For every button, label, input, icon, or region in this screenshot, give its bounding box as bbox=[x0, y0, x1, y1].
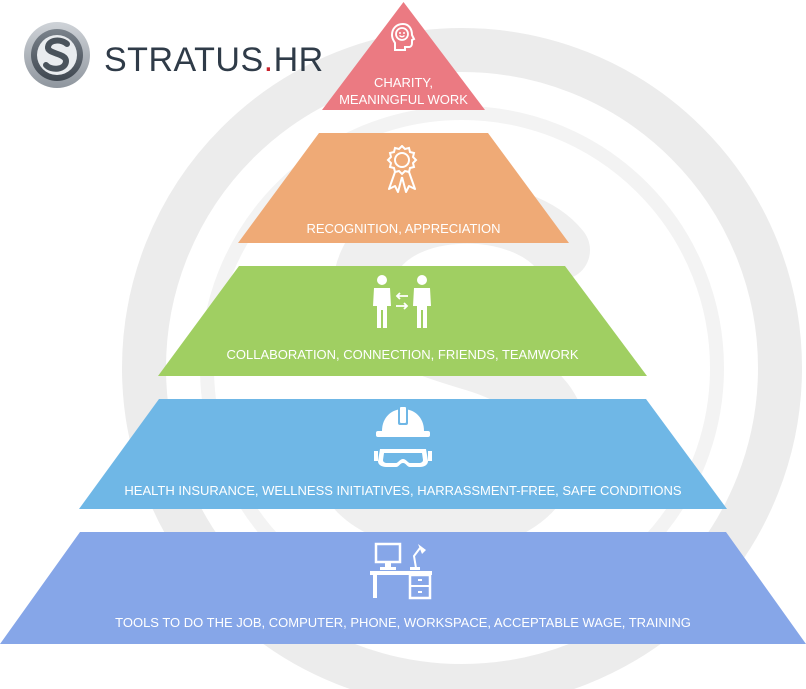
pyramid-tier-1: CHARITY, MEANINGFUL WORK bbox=[322, 2, 485, 112]
tier-2-label: RECOGNITION, APPRECIATION bbox=[238, 220, 569, 237]
pyramid-tier-4: HEALTH INSURANCE, WELLNESS INITIATIVES, … bbox=[79, 399, 727, 511]
hard-hat-goggles-icon bbox=[374, 407, 432, 467]
brand-name-main: STRATUS bbox=[104, 41, 264, 79]
tier-3-shape bbox=[158, 266, 647, 376]
two-people-exchange-icon bbox=[373, 275, 431, 328]
brand-name-dot: . bbox=[263, 41, 274, 79]
tier-2-shape bbox=[238, 133, 569, 243]
tier-1-label-line-1: CHARITY, bbox=[374, 75, 433, 90]
brand-name-suffix: HR bbox=[273, 41, 324, 79]
desk-workstation-icon bbox=[370, 542, 432, 600]
tier-2-label-line-1: RECOGNITION, APPRECIATION bbox=[306, 221, 501, 236]
tier-5-shape bbox=[0, 532, 806, 644]
tier-3-label-line-1: COLLABORATION, CONNECTION, FRIENDS, TEAM… bbox=[226, 347, 579, 362]
tier-4-label: HEALTH INSURANCE, WELLNESS INITIATIVES, … bbox=[79, 482, 727, 499]
pyramid-tier-3: COLLABORATION, CONNECTION, FRIENDS, TEAM… bbox=[158, 266, 647, 378]
smiling-head-icon bbox=[390, 22, 416, 51]
stratus-s-emblem-icon bbox=[24, 22, 90, 88]
tier-3-label: COLLABORATION, CONNECTION, FRIENDS, TEAM… bbox=[158, 346, 647, 363]
tier-1-label: CHARITY, MEANINGFUL WORK bbox=[322, 74, 485, 108]
brand-wordmark: STRATUS.HR bbox=[104, 41, 324, 80]
tier-1-label-line-2: MEANINGFUL WORK bbox=[339, 92, 468, 107]
pyramid-tier-5: TOOLS TO DO THE JOB, COMPUTER, PHONE, WO… bbox=[0, 532, 806, 672]
award-rosette-icon bbox=[386, 145, 418, 193]
pyramid-tier-2: RECOGNITION, APPRECIATION bbox=[238, 133, 569, 245]
tier-4-label-line-1: HEALTH INSURANCE, WELLNESS INITIATIVES, … bbox=[124, 483, 682, 498]
tier-5-label: TOOLS TO DO THE JOB, COMPUTER, PHONE, WO… bbox=[0, 614, 806, 631]
tier-1-shape bbox=[322, 2, 485, 110]
brand-logo: STRATUS.HR bbox=[22, 20, 324, 90]
tier-5-label-line-1: TOOLS TO DO THE JOB, COMPUTER, PHONE, WO… bbox=[115, 615, 691, 630]
